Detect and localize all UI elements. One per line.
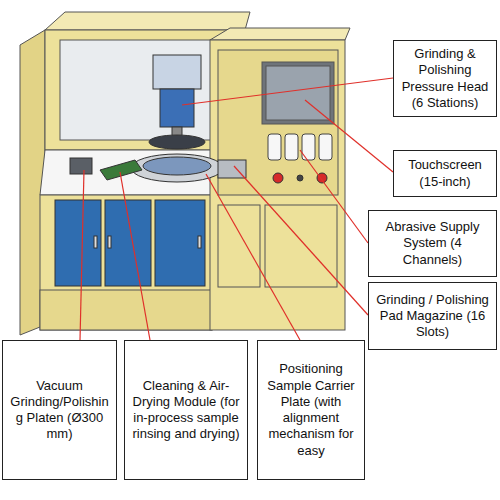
pressure-head-part [160,89,194,127]
callout-box: Grinding & Polishing Pressure Head (6 St… [393,40,497,117]
leader-lines-part [80,170,84,340]
callout-text: Abrasive Supply System (4 Channels) [374,219,491,268]
platen-part [131,154,223,182]
cabinet-doors-part [198,236,201,248]
cabinet-doors-part [55,200,101,286]
control-tower-part [265,205,337,287]
cabinet-doors-part [108,236,111,248]
callout-text: Cleaning & Air-Drying Module (for in-pro… [130,378,242,443]
platen-part [143,157,211,175]
table-modules [70,158,246,180]
callout-text: Touchscreen (15-inch) [399,157,491,190]
cabinet-body-part [40,290,212,330]
cabinet-doors-part [155,200,205,286]
callout-text: Positioning Sample Carrier Plate (with a… [263,361,359,459]
callout-box: Abrasive Supply System (4 Channels) [368,210,497,277]
callout-box: Cleaning & Air-Drying Module (for in-pro… [124,340,248,480]
control-buttons [273,173,327,183]
leader-lines [80,78,393,340]
callout-box: Touchscreen (15-inch) [393,150,497,197]
platen [131,154,223,182]
pressure-head [149,55,205,149]
leader-lines-part [234,166,368,315]
cabinet-body-part [40,195,212,330]
abrasive-bottles-part [319,134,332,160]
callout-box: Positioning Sample Carrier Plate (with a… [257,340,365,480]
cabinet-body-part [45,12,250,30]
callout-box: Grinding / Polishing Pad Magazine (16 Sl… [368,282,497,350]
pressure-head-part [153,55,201,89]
control-tower-part [210,28,350,40]
cabinet-doors [55,200,205,286]
abrasive-bottles [268,134,332,160]
cabinet-body-part [60,40,235,140]
control-tower-part [218,50,338,195]
control-tower [210,28,350,330]
callout-text: Grinding & Polishing Pressure Head (6 St… [399,46,491,111]
callout-text: Grinding / Polishing Pad Magazine (16 Sl… [374,292,491,341]
abrasive-bottles-part [268,134,281,160]
leader-lines-part [182,78,393,105]
callout-text: Vacuum Grinding/Polishing Platen (Ø300 m… [8,378,111,443]
leader-lines-part [305,100,393,172]
leader-lines-part [206,174,300,340]
pressure-head-part [149,135,205,149]
leader-lines-part [120,172,150,340]
callout-box: Vacuum Grinding/Polishing Platen (Ø300 m… [2,340,117,480]
cabinet-doors-part [105,200,151,286]
cabinet-doors-part [94,236,97,248]
control-tower-part [210,40,345,330]
control-tower-part [218,205,260,287]
table-modules-part [70,158,92,174]
abrasive-bottles-part [285,134,298,160]
control-buttons-part [273,173,283,183]
control-buttons-part [297,175,303,181]
leader-lines-part [300,150,368,243]
